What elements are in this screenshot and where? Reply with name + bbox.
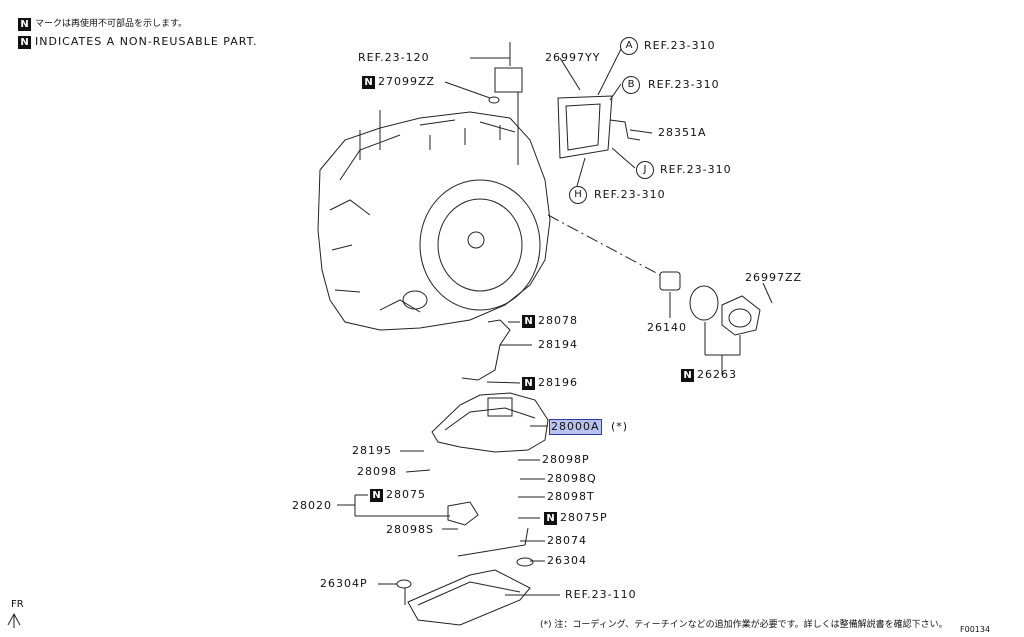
figure-id: F00134: [960, 625, 991, 634]
oil-pan: [407, 569, 531, 626]
part-27099zz[interactable]: 27099ZZ: [378, 75, 436, 88]
part-28000a-note-marker: (*): [611, 420, 629, 433]
part-28098t[interactable]: 28098T: [547, 490, 595, 503]
ref-marker-a: A: [620, 37, 638, 55]
part-26997yy[interactable]: 26997YY: [545, 51, 601, 64]
part-26997zz[interactable]: 26997ZZ: [745, 271, 803, 284]
ref-a-link[interactable]: REF.23-310: [644, 39, 716, 52]
ref-b-link[interactable]: REF.23-310: [648, 78, 720, 91]
part-28195[interactable]: 28195: [352, 444, 392, 457]
oil-filter: [659, 271, 681, 291]
part-28098q[interactable]: 28098Q: [547, 472, 597, 485]
non-reusable-badge: N: [362, 76, 375, 89]
ref-23-120-link[interactable]: REF.23-120: [358, 51, 430, 64]
front-direction-label: FR: [11, 599, 24, 610]
part-28074[interactable]: 28074: [547, 534, 587, 547]
ref-j-link[interactable]: REF.23-310: [660, 163, 732, 176]
part-28351a[interactable]: 28351A: [658, 126, 707, 139]
non-reusable-badge: N: [522, 377, 535, 390]
part-28098p[interactable]: 28098P: [542, 453, 590, 466]
part-28194[interactable]: 28194: [538, 338, 578, 351]
part-28075p[interactable]: 28075P: [560, 511, 608, 524]
ref-marker-b: B: [622, 76, 640, 94]
non-reusable-badge: N: [522, 315, 535, 328]
non-reusable-badge: N: [18, 36, 31, 49]
ref-marker-j: J: [636, 161, 654, 179]
part-26140[interactable]: 26140: [647, 321, 687, 334]
legend-en-text: INDICATES A NON-REUSABLE PART.: [35, 35, 258, 48]
transmission-housing: [317, 110, 551, 331]
non-reusable-badge: N: [370, 489, 383, 502]
non-reusable-badge: N: [681, 369, 694, 382]
ref-23-110-link[interactable]: REF.23-110: [565, 588, 637, 601]
legend-jp-text: マークは再使用不可部品を示します。: [35, 19, 188, 29]
part-26304p[interactable]: 26304P: [320, 577, 368, 590]
part-28020[interactable]: 28020: [292, 499, 332, 512]
non-reusable-badge: N: [544, 512, 557, 525]
ref-marker-h: H: [569, 186, 587, 204]
footnote-text: (*) 注：コーディング、ティーチインなどの追加作業が必要です。詳しくは整備解説…: [540, 620, 948, 630]
non-reusable-badge: N: [18, 18, 31, 31]
part-28196[interactable]: 28196: [538, 376, 578, 389]
oil-cooler: [557, 95, 613, 159]
part-28098s[interactable]: 28098S: [386, 523, 434, 536]
part-28075[interactable]: 28075: [386, 488, 426, 501]
valve-body: [431, 392, 549, 453]
part-26263[interactable]: 26263: [697, 368, 737, 381]
ref-h-link[interactable]: REF.23-310: [594, 188, 666, 201]
part-28078[interactable]: 28078: [538, 314, 578, 327]
part-28098[interactable]: 28098: [357, 465, 397, 478]
part-28000a-highlighted[interactable]: 28000A: [549, 419, 602, 435]
solenoid: [447, 501, 479, 526]
part-26304[interactable]: 26304: [547, 554, 587, 567]
